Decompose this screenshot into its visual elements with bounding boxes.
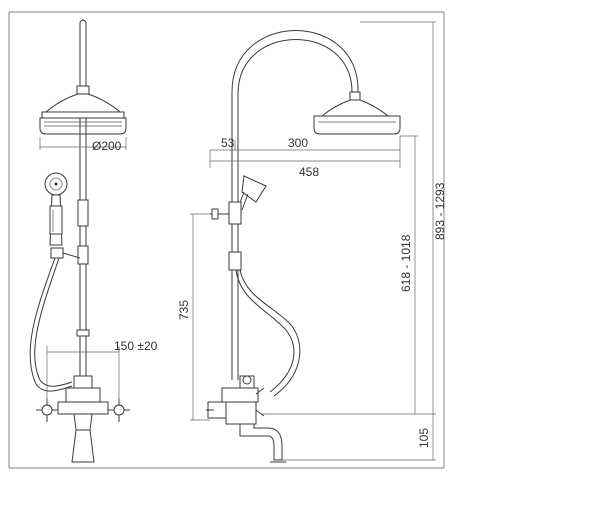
front-riser-pipe — [76, 19, 90, 380]
dim-handset-height: 735 — [177, 213, 210, 421]
dim-spacing: 150 ±20 — [46, 339, 158, 402]
dim-spout-height: 105 — [282, 414, 436, 461]
label-spout-height: 105 — [417, 428, 431, 448]
dim-head-diameter: Ø200 — [39, 137, 127, 153]
label-head-height: 618 - 1018 — [399, 234, 413, 292]
front-shower-head — [39, 85, 127, 135]
front-mixer — [36, 375, 130, 463]
front-view: Ø200 — [29, 19, 158, 463]
label-total-height: 893 - 1293 — [433, 182, 447, 240]
drawing-frame — [8, 11, 445, 469]
label-head-reach: 300 — [288, 136, 308, 150]
side-view: 53 300 458 — [177, 21, 447, 463]
dim-total-height: 893 - 1293 — [360, 21, 447, 415]
label-handset-height: 735 — [177, 300, 191, 320]
side-mixer — [206, 375, 286, 463]
dim-head-height: 618 - 1018 — [262, 135, 418, 415]
dim-total-reach: 458 — [210, 160, 400, 179]
side-hose — [235, 269, 301, 397]
label-offset-short: 53 — [221, 136, 235, 150]
front-hose — [29, 257, 73, 392]
side-hand-shower — [210, 175, 267, 271]
label-total-reach: 458 — [299, 165, 319, 179]
front-hand-shower — [44, 172, 81, 259]
dim-reach-parts: 53 300 — [210, 136, 400, 151]
side-riser-arch — [231, 30, 359, 380]
label-head-diameter: Ø200 — [92, 139, 122, 153]
label-spacing: 150 ±20 — [114, 339, 158, 353]
side-shower-head — [313, 91, 401, 135]
